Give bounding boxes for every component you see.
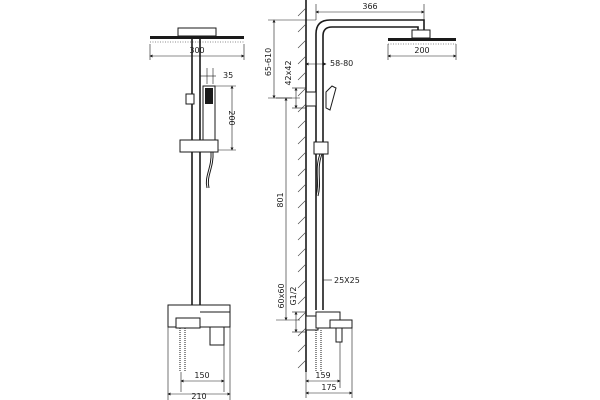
side-total-height-label: 801 bbox=[276, 192, 285, 207]
side-height-range-label: 65-610 bbox=[264, 48, 273, 76]
front-head-width-label: 300 bbox=[189, 46, 204, 55]
side-spout-reach-label: 175 bbox=[321, 383, 336, 392]
front-handset-height-dimension: 200 bbox=[215, 85, 236, 151]
side-arm-offset-label: 58-80 bbox=[330, 59, 353, 68]
side-connector-dimension: 60x60 bbox=[277, 283, 306, 333]
side-spout-reach-dimension: 175 bbox=[305, 328, 353, 398]
side-shower-head bbox=[388, 29, 456, 45]
side-arm-offset-dimension: 58-80 bbox=[305, 58, 353, 70]
front-shower-head bbox=[150, 27, 244, 43]
front-spout-width-dimension: 150 bbox=[180, 345, 225, 392]
front-mixer-body bbox=[167, 304, 231, 346]
front-handset-offset-dimension: 35 bbox=[200, 68, 233, 84]
side-riser-and-arm bbox=[315, 19, 425, 310]
side-view: 366 200 65-610 bbox=[264, 0, 457, 398]
front-head-width-dimension: 300 bbox=[149, 44, 245, 60]
side-connector-label: 60x60 bbox=[277, 283, 286, 308]
side-pipe-section-label: 25X25 bbox=[334, 276, 360, 285]
side-arm-length-label: 366 bbox=[362, 2, 377, 11]
front-riser-pipe bbox=[191, 36, 201, 305]
side-thread-label: G1/2 bbox=[289, 286, 298, 305]
front-base-width-dimension: 210 bbox=[167, 327, 231, 400]
front-view: 300 35 200 bbox=[149, 27, 245, 400]
side-bracket-label: 42x42 bbox=[284, 60, 293, 85]
side-arm-length-dimension: 366 bbox=[315, 2, 425, 26]
front-hand-shower bbox=[179, 85, 219, 189]
side-mixer-body bbox=[305, 311, 353, 372]
front-handset-height-label: 200 bbox=[227, 110, 236, 125]
side-head-width-label: 200 bbox=[414, 46, 429, 55]
side-bracket-dimension: 42x42 bbox=[284, 60, 306, 109]
wall bbox=[297, 0, 307, 372]
side-pipe-section-dimension: 25X25 bbox=[323, 276, 360, 285]
side-hand-shower bbox=[305, 85, 337, 197]
side-thread-dimension: G1/2 bbox=[289, 286, 298, 305]
front-handset-offset-label: 35 bbox=[223, 71, 233, 80]
front-spout-width-label: 150 bbox=[194, 371, 209, 380]
side-head-width-dimension: 200 bbox=[387, 44, 457, 60]
front-lower-hose bbox=[179, 328, 186, 372]
side-mixer-reach-label: 159 bbox=[315, 371, 330, 380]
front-base-width-label: 210 bbox=[191, 392, 206, 400]
